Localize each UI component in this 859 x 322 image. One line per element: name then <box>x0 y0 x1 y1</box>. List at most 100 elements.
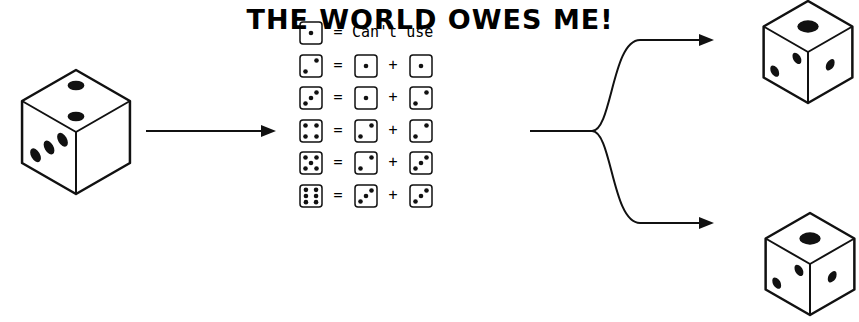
die-face <box>410 55 432 77</box>
die-pip <box>303 166 308 171</box>
die-pip <box>57 130 68 149</box>
die-face-pips <box>37 79 115 124</box>
die-pip <box>303 69 308 74</box>
die-pip <box>303 101 308 106</box>
plus-sign: + <box>388 89 397 106</box>
arrow-head <box>261 125 276 137</box>
die-pip <box>369 188 374 193</box>
die-pip <box>64 110 88 124</box>
equals-sign: = <box>333 187 342 204</box>
die-pip <box>413 134 418 139</box>
die-3d <box>22 70 130 194</box>
die-pip <box>424 155 429 160</box>
die-face-outline <box>410 152 432 174</box>
plus-sign: + <box>388 122 397 139</box>
die-outline <box>766 213 855 315</box>
die-pip <box>314 134 319 139</box>
arrow-head <box>699 34 714 46</box>
die-pip <box>44 138 55 157</box>
die-face-pips <box>795 230 825 247</box>
die-pip <box>314 188 319 193</box>
die-pip <box>30 146 41 165</box>
plus-sign: + <box>388 57 397 74</box>
die-pip <box>358 199 363 204</box>
equals-sign: = <box>333 57 342 74</box>
die-pip <box>314 58 319 63</box>
branch-arrow <box>530 40 700 223</box>
die-face-outline <box>355 185 377 207</box>
die-pip <box>795 230 825 247</box>
die-pip <box>424 90 429 95</box>
die-pip <box>309 96 314 101</box>
die-face <box>355 87 377 109</box>
arrow-head <box>699 217 714 229</box>
die-pip <box>358 134 363 139</box>
die-face <box>355 152 377 174</box>
die-pip <box>770 63 779 78</box>
die-pip <box>304 188 309 193</box>
die-pip <box>419 194 424 199</box>
die-pip <box>314 90 319 95</box>
die-face <box>300 152 322 174</box>
die-3d <box>766 213 855 315</box>
die-pip <box>314 194 319 199</box>
die-3d <box>764 1 853 103</box>
die-pip <box>64 79 88 93</box>
die-face-outline <box>410 185 432 207</box>
die-face-pips <box>826 57 835 72</box>
die-pip <box>309 161 314 166</box>
die-face-pips <box>828 269 837 284</box>
die-face <box>410 152 432 174</box>
equals-sign: = <box>333 154 342 171</box>
die-face <box>410 87 432 109</box>
die-face-outline <box>300 152 322 174</box>
die-face <box>300 185 322 207</box>
die-pip <box>314 155 319 160</box>
die-face-outline <box>300 55 322 77</box>
die-face-outline <box>355 55 377 77</box>
die-pip <box>314 123 319 128</box>
die-pip <box>314 200 319 205</box>
die-edge <box>764 27 853 104</box>
die-face-outline <box>300 185 322 207</box>
plus-sign: + <box>388 154 397 171</box>
die-pip <box>419 64 424 69</box>
die-pip <box>369 123 374 128</box>
die-pip <box>413 101 418 106</box>
note-text: Can't use <box>352 24 433 41</box>
arrow-line <box>146 130 262 132</box>
die-face-pips <box>772 250 803 304</box>
die-pip <box>303 155 308 160</box>
die-pip <box>793 18 823 35</box>
die-pip <box>794 263 803 278</box>
die-face-outline <box>410 120 432 142</box>
die-face-outline <box>300 120 322 142</box>
die-edge <box>766 239 855 316</box>
die-pip <box>424 123 429 128</box>
die-face-pips <box>30 115 68 180</box>
die-pip <box>419 161 424 166</box>
die-face-outline <box>355 120 377 142</box>
plus-sign: + <box>388 187 397 204</box>
die-outline <box>764 1 853 103</box>
die-face <box>410 120 432 142</box>
die-pip <box>358 166 363 171</box>
die-edge <box>22 101 130 194</box>
die-face-outline <box>300 87 322 109</box>
die-pip <box>364 96 369 101</box>
die-pip <box>369 155 374 160</box>
die-pip <box>304 194 309 199</box>
die-face <box>410 185 432 207</box>
die-outline <box>22 70 130 194</box>
die-face-outline <box>355 87 377 109</box>
equals-sign: = <box>333 24 342 41</box>
die-pip <box>314 166 319 171</box>
die-pip <box>826 57 835 72</box>
die-face <box>300 120 322 142</box>
die-face <box>300 87 322 109</box>
die-face <box>355 185 377 207</box>
die-face <box>355 120 377 142</box>
equals-sign: = <box>333 89 342 106</box>
